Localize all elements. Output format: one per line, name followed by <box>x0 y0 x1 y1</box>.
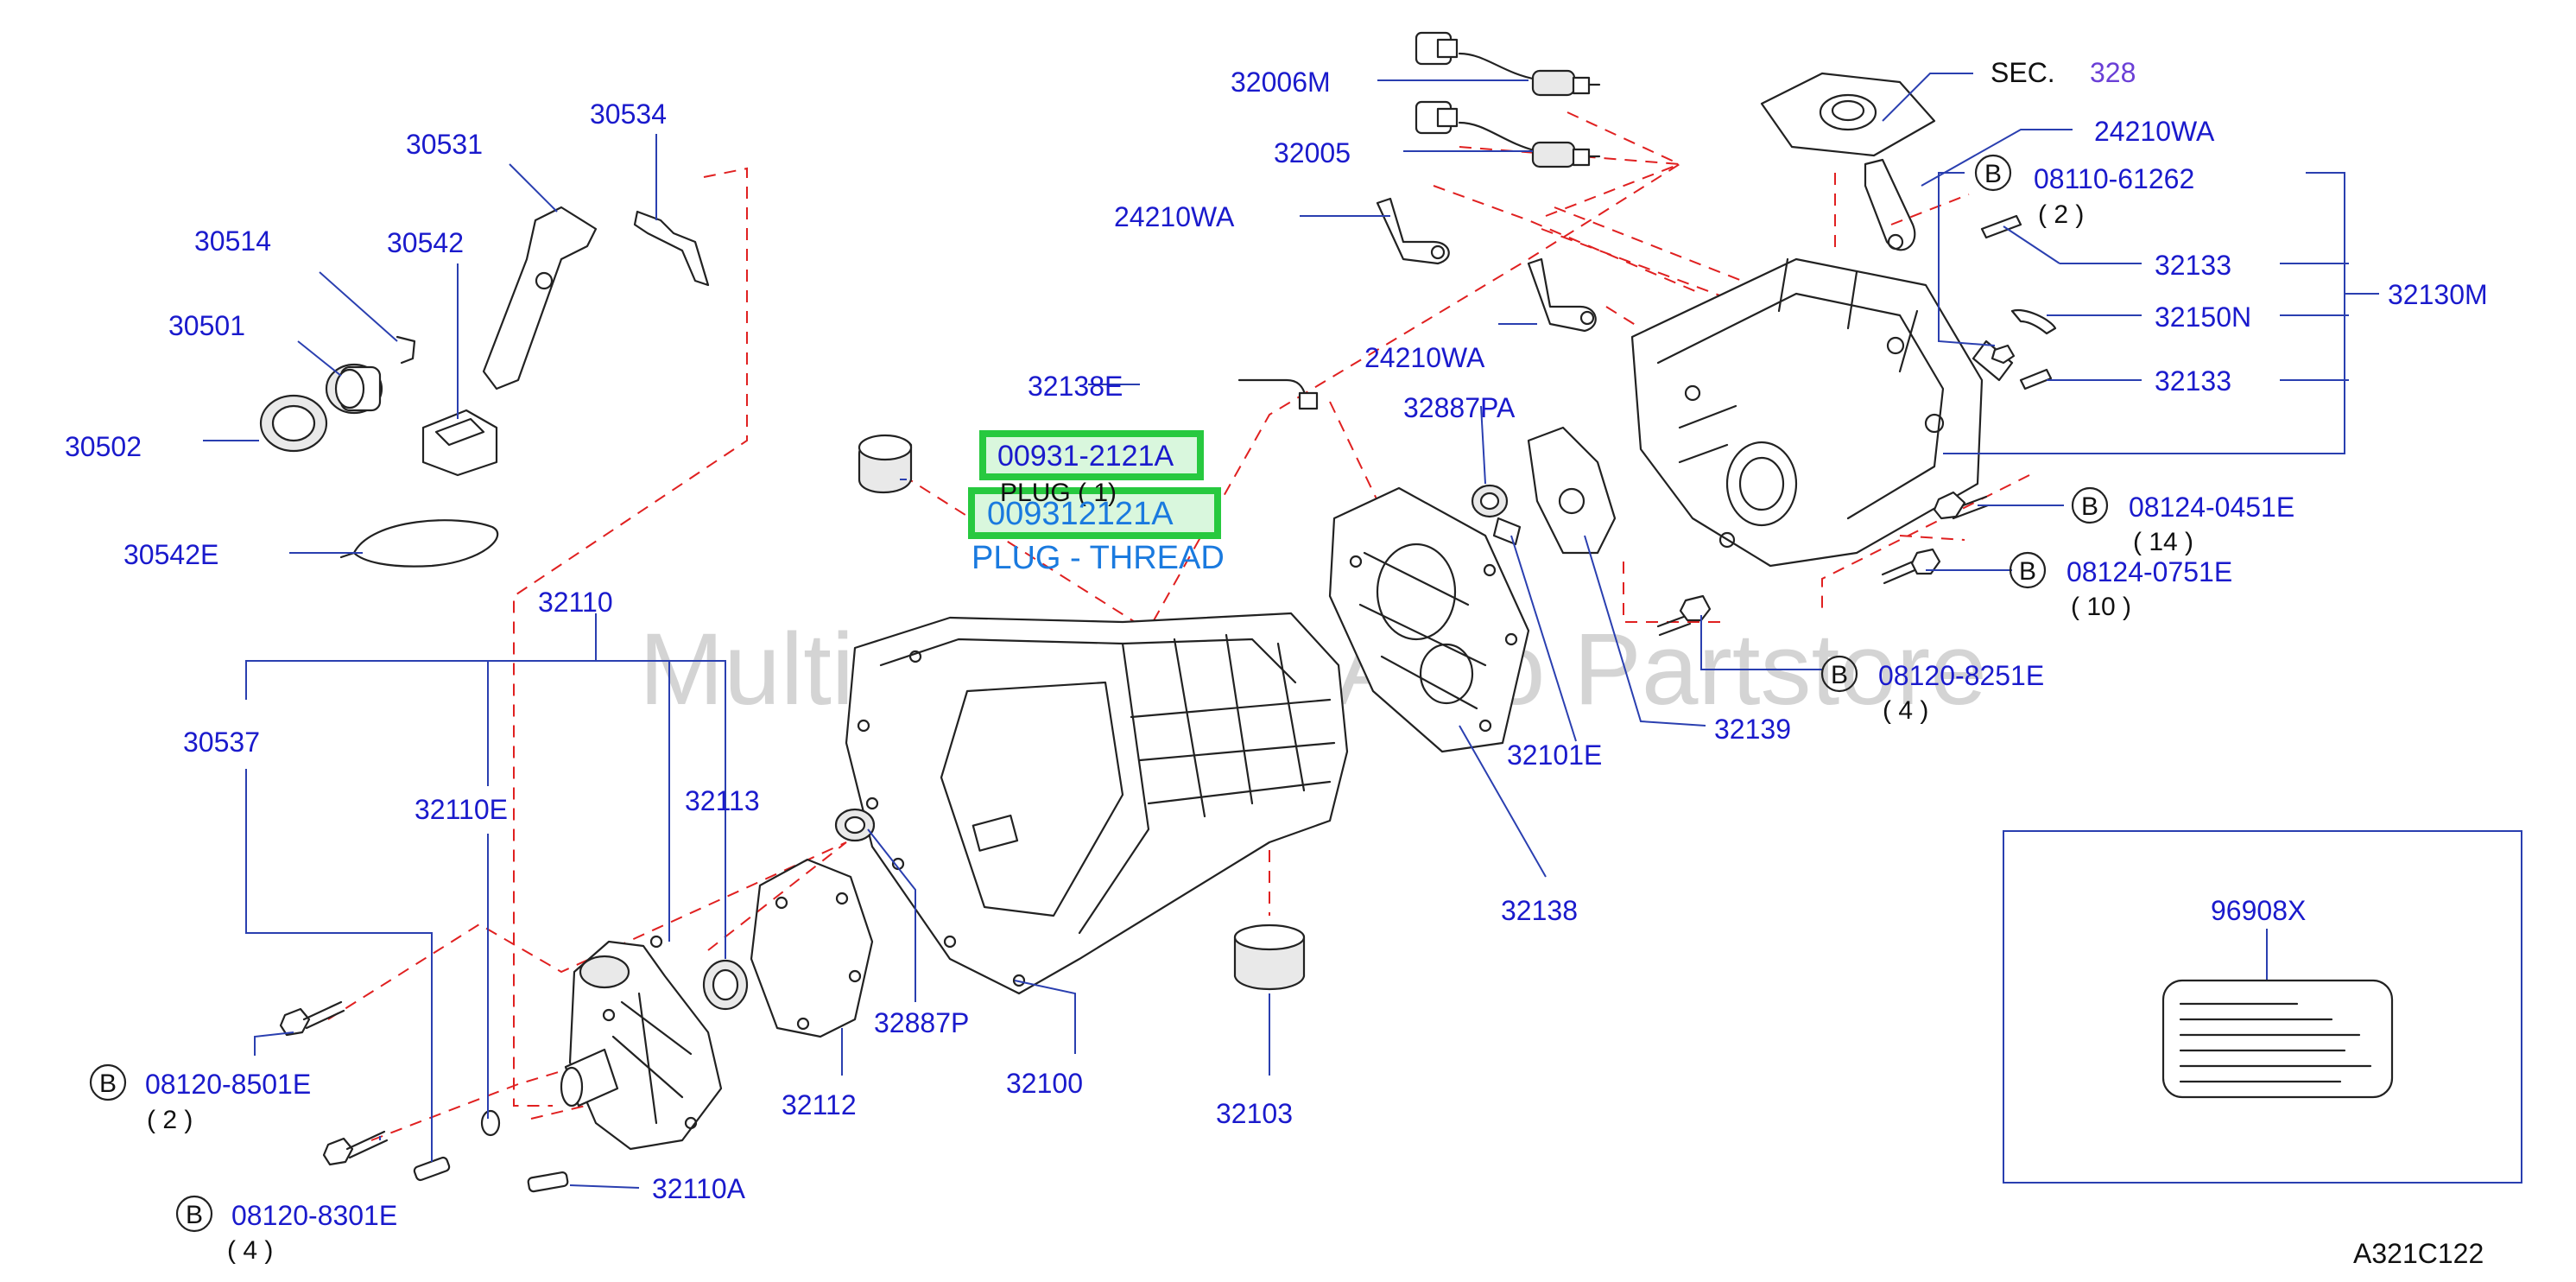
bolt-marker-5: B <box>99 1069 117 1098</box>
label-009312121A[interactable]: 009312121A <box>987 496 1174 532</box>
bushing-32887PA-art <box>1471 484 1522 546</box>
plug-art <box>858 434 913 494</box>
pipe-32138E-art <box>1237 378 1319 410</box>
highlight-box-00931 <box>979 430 1204 480</box>
leader-lines <box>203 73 2379 1189</box>
label-08120-8301E[interactable]: 08120-8301E <box>231 1200 397 1231</box>
label-30531[interactable]: 30531 <box>406 129 483 160</box>
label-08120-8501E[interactable]: 08120-8501E <box>145 1069 311 1100</box>
label-24210WA-b[interactable]: 24210WA <box>1364 342 1485 373</box>
label-plug-thread: PLUG - THREAD <box>972 540 1225 576</box>
label-30534[interactable]: 30534 <box>590 98 667 130</box>
bolt-marker-3: B <box>2019 557 2036 586</box>
gasket-32139-art <box>1527 426 1617 555</box>
bolt-marker-2: B <box>2081 492 2098 521</box>
bolts-lower-left-art <box>279 1000 569 1193</box>
qty-08120-8301E: ( 4 ) <box>227 1236 273 1265</box>
label-32112[interactable]: 32112 <box>782 1089 857 1120</box>
label-96908X[interactable]: 96908X <box>2211 895 2306 926</box>
label-08120-8251E[interactable]: 08120-8251E <box>1878 660 2044 691</box>
extension-housing-art <box>1630 257 1984 568</box>
label-30501[interactable]: 30501 <box>168 310 245 341</box>
label-32005[interactable]: 32005 <box>1274 137 1351 168</box>
label-32138[interactable]: 32138 <box>1501 895 1578 926</box>
label-sec-number[interactable]: 328 <box>2090 57 2136 88</box>
label-30542[interactable]: 30542 <box>387 227 464 258</box>
label-32133-b[interactable]: 32133 <box>2155 365 2231 397</box>
bushing-32887P-art <box>834 808 876 842</box>
label-32110E[interactable]: 32110E <box>415 794 508 825</box>
label-32133-a[interactable]: 32133 <box>2155 250 2231 281</box>
highlight-fill-009312121A <box>972 491 1218 536</box>
caution-label-art <box>2161 979 2394 1099</box>
gasket-32112-art <box>750 858 874 1038</box>
label-sec-prefix: SEC. <box>1991 57 2055 88</box>
mount-32103-art <box>1233 923 1306 990</box>
qty-08124-0751E: ( 10 ) <box>2071 593 2131 621</box>
clip-30542E-art <box>339 519 499 568</box>
label-plug-sub: PLUG ( 1) <box>1000 479 1117 507</box>
label-00931-2121A[interactable]: 00931-2121A <box>997 440 1174 473</box>
bolt-marker-1: B <box>1984 160 2002 188</box>
label-32138E[interactable]: 32138E <box>1028 371 1123 402</box>
qty-08110-61262: ( 2 ) <box>2038 200 2084 229</box>
bolt-marker-6: B <box>186 1201 203 1229</box>
qty-08120-8251E: ( 4 ) <box>1883 696 1928 725</box>
boot-30542-art <box>421 409 498 477</box>
label-08124-0751E[interactable]: 08124-0751E <box>2066 556 2232 587</box>
label-32103[interactable]: 32103 <box>1216 1098 1293 1129</box>
label-32100[interactable]: 32100 <box>1006 1068 1083 1099</box>
cover-sec328-art <box>1760 72 1936 157</box>
bell-housing-art <box>845 612 1349 995</box>
bolts-right-art <box>1656 214 2057 637</box>
label-30542E[interactable]: 30542E <box>123 539 218 570</box>
sensor-32006M-art <box>1415 31 1601 97</box>
label-24210WA-c[interactable]: 24210WA <box>2094 116 2215 147</box>
label-32113[interactable]: 32113 <box>685 785 760 816</box>
label-08124-0451E[interactable]: 08124-0451E <box>2129 492 2294 523</box>
label-30537[interactable]: 30537 <box>183 727 260 758</box>
label-32006M[interactable]: 32006M <box>1231 67 1331 98</box>
adapter-plate-art <box>1328 486 1530 753</box>
bracket-24210WA-art <box>1376 158 1916 333</box>
part-labels: 32006M 32005 24210WA 24210WA 24210WA SEC… <box>65 57 2488 1265</box>
seal-32113-art <box>702 959 749 1011</box>
front-cover-art <box>560 935 723 1151</box>
shift-fork-art <box>396 206 710 390</box>
label-32887PA[interactable]: 32887PA <box>1403 392 1516 423</box>
highlight-fill-00931 <box>983 434 1200 477</box>
label-32101E[interactable]: 32101E <box>1507 739 1602 771</box>
label-08110-61262[interactable]: 08110-61262 <box>2034 163 2194 194</box>
label-32110A[interactable]: 32110A <box>652 1173 746 1204</box>
label-32110[interactable]: 32110 <box>538 587 613 618</box>
release-bearing-art <box>259 363 383 453</box>
bolt-markers <box>89 154 2109 1233</box>
label-30502[interactable]: 30502 <box>65 431 142 462</box>
sensor-32005-art <box>1415 100 1601 168</box>
label-32887P[interactable]: 32887P <box>874 1007 969 1038</box>
highlight-box-009312121A <box>968 487 1221 539</box>
qty-08120-8501E: ( 2 ) <box>147 1106 193 1134</box>
diagram-code: A321C122 <box>2353 1238 2484 1269</box>
label-24210WA-a[interactable]: 24210WA <box>1114 201 1235 232</box>
label-32130M[interactable]: 32130M <box>2388 279 2488 310</box>
label-32139[interactable]: 32139 <box>1714 714 1791 745</box>
label-32150N[interactable]: 32150N <box>2155 301 2251 333</box>
qty-08124-0451E: ( 14 ) <box>2133 528 2193 556</box>
label-kit-box <box>2003 830 2522 1184</box>
bolt-marker-4: B <box>1831 661 1848 689</box>
label-30514[interactable]: 30514 <box>194 225 271 257</box>
